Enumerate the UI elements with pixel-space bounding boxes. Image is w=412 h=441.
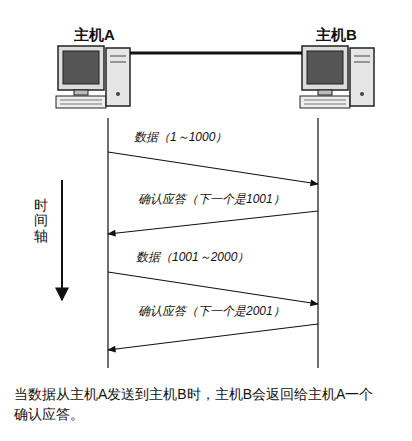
host-node: 主机B xyxy=(312,24,361,47)
caption: 当数据从主机A发送到主机B时，主机B会返回给主机A一个确认应答。 xyxy=(14,384,376,424)
time-axis-label: 时间轴 xyxy=(34,198,48,244)
message-arrow xyxy=(108,324,318,350)
computer-icon xyxy=(56,46,130,108)
time-axis-arrow xyxy=(61,180,63,300)
timeline xyxy=(317,118,318,368)
computer-icon xyxy=(300,46,374,108)
message-arrow xyxy=(108,272,318,304)
network-cable xyxy=(130,52,302,55)
host-node: 主机A xyxy=(70,24,119,47)
message-label: 确认应答（下一个是1001） xyxy=(136,192,287,206)
message-label: 数据（1～1000） xyxy=(132,130,229,144)
message-label: 确认应答（下一个是2001） xyxy=(136,304,287,318)
message-arrow xyxy=(108,152,318,184)
message-arrow xyxy=(108,211,318,234)
host-label: 主机A xyxy=(74,26,115,45)
message-label: 数据（1001～2000） xyxy=(134,250,251,264)
timeline xyxy=(107,118,108,368)
host-label: 主机B xyxy=(316,26,357,45)
